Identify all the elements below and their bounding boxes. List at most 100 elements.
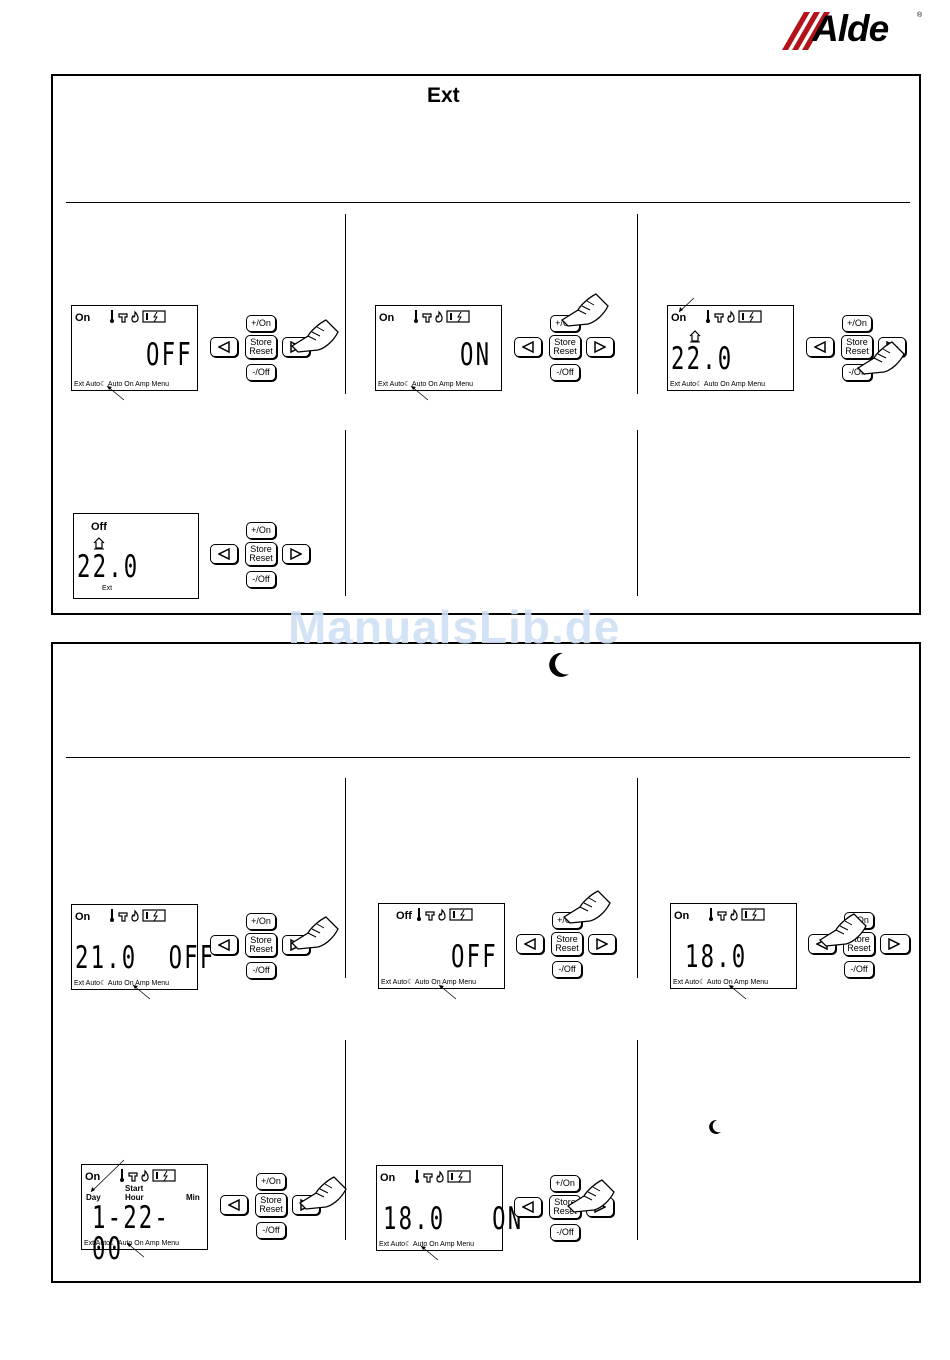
pointing-hand-icon <box>856 340 908 378</box>
minus-off-button[interactable]: -/Off <box>256 1222 286 1239</box>
column-divider <box>637 430 638 596</box>
plus-on-button[interactable]: +/On <box>246 522 276 539</box>
lcd-state-label: On <box>674 910 689 922</box>
column-divider <box>637 214 638 394</box>
lcd-status-icons <box>108 309 170 325</box>
reset-label: Reset <box>246 945 276 954</box>
pointing-hand-icon <box>560 292 612 330</box>
moon-icon <box>706 1118 724 1136</box>
lcd-digits: 21.0 OFF <box>75 943 215 974</box>
plus-on-button[interactable]: +/On <box>842 315 872 332</box>
reset-label: Reset <box>552 944 582 953</box>
lcd-digits: OFF <box>146 340 193 371</box>
reset-label: Reset <box>256 1205 286 1214</box>
right-button[interactable] <box>588 934 616 954</box>
left-button[interactable] <box>806 337 834 357</box>
minus-off-button[interactable]: -/Off <box>246 364 276 381</box>
minus-off-button[interactable]: -/Off <box>550 364 580 381</box>
left-arrow-icon <box>522 1201 534 1213</box>
lcd-digits: 18.0 ON <box>383 1204 523 1235</box>
lcd-digits: 22.0 <box>77 552 139 583</box>
registered-mark: ® <box>917 12 922 19</box>
pointing-hand-icon <box>818 912 870 950</box>
minus-off-button[interactable]: -/Off <box>844 961 874 978</box>
pointer-arrow <box>88 1158 128 1196</box>
minus-off-button[interactable]: -/Off <box>552 961 582 978</box>
lcd-status-icons <box>108 908 170 924</box>
pointer-arrow <box>726 982 750 1002</box>
pointer-arrow <box>124 1240 148 1260</box>
alde-logo: Alde <box>812 8 888 50</box>
pointer-arrow <box>408 383 432 403</box>
lcd-display: On 22.0 Ext Auto☾ Auto On Amp Menu <box>667 305 794 391</box>
minus-off-button[interactable]: -/Off <box>246 962 276 979</box>
left-arrow-icon <box>218 341 230 353</box>
left-button[interactable] <box>210 337 238 357</box>
tap-icon <box>119 314 127 322</box>
right-button[interactable] <box>880 934 910 954</box>
plus-on-button[interactable]: +/On <box>246 315 276 332</box>
right-button[interactable] <box>586 337 614 357</box>
divider <box>66 757 910 758</box>
lcd-state-label: Off <box>91 521 107 533</box>
divider <box>66 202 910 203</box>
minus-off-button[interactable]: -/Off <box>246 571 276 588</box>
thermometer-icon <box>110 310 114 323</box>
lcd-bottom-row: Ext Auto☾ Auto On Amp Menu <box>381 978 476 986</box>
left-button[interactable] <box>220 1195 248 1215</box>
left-button[interactable] <box>210 544 238 564</box>
left-button[interactable] <box>514 1197 542 1217</box>
pointing-hand-icon <box>290 915 342 953</box>
left-button[interactable] <box>516 934 544 954</box>
lcd-state-label: Off <box>396 910 412 922</box>
reset-label: Reset <box>246 554 276 563</box>
left-arrow-icon <box>228 1199 240 1211</box>
lcd-display: On 18.0 Ext Auto☾ Auto On Amp Menu <box>670 903 797 989</box>
lcd-digits: 22.0 <box>671 344 733 375</box>
lcd-bottom-row: Ext Auto☾ Auto On Amp Menu <box>673 978 768 986</box>
left-arrow-icon <box>522 341 534 353</box>
left-arrow-icon <box>814 341 826 353</box>
section-ext-heading: Ext <box>427 84 460 108</box>
pointing-hand-icon <box>562 889 614 927</box>
left-arrow-icon <box>218 939 230 951</box>
left-button[interactable] <box>210 935 238 955</box>
lcd-display: On 21.0 OFF Ext Auto☾ Auto On Amp Menu <box>71 904 198 990</box>
lcd-digits: OFF <box>451 942 498 973</box>
lcd-state-label: On <box>75 312 90 324</box>
right-arrow-icon <box>290 548 302 560</box>
lcd-display: On ON Ext Auto☾ Auto On Amp Menu <box>375 305 502 391</box>
right-button[interactable] <box>282 544 310 564</box>
watermark: ManualsLib.de <box>288 600 620 654</box>
pointing-hand-icon <box>298 1175 350 1213</box>
lcd-state-label: On <box>380 1172 395 1184</box>
lcd-state-label: On <box>75 911 90 923</box>
battery-icon <box>143 311 165 322</box>
flame-icon <box>132 312 138 322</box>
lcd-status-icons <box>412 309 474 325</box>
reset-label: Reset <box>246 347 276 356</box>
lcd-status-icons <box>413 1169 475 1185</box>
pointing-hand-icon <box>566 1178 618 1216</box>
plus-on-button[interactable]: +/On <box>246 913 276 930</box>
lcd-status-icons <box>415 907 477 923</box>
pointer-arrow <box>130 982 154 1002</box>
lcd-bottom-row: Ext Auto☾ Auto On Amp Menu <box>670 380 765 388</box>
lcd-display: Off OFF Ext Auto☾ Auto On Amp Menu <box>378 903 505 989</box>
plus-on-button[interactable]: +/On <box>256 1173 286 1190</box>
column-divider <box>345 430 346 596</box>
pointing-hand-icon <box>290 318 342 356</box>
right-arrow-icon <box>594 341 606 353</box>
minus-off-button[interactable]: -/Off <box>550 1224 580 1241</box>
lcd-bottom-row: Ext Auto☾ Auto On Amp Menu <box>74 979 169 987</box>
moon-icon <box>545 650 575 680</box>
lcd-status-icons <box>707 907 769 923</box>
left-button[interactable] <box>514 337 542 357</box>
lcd-digits: 18.0 <box>685 942 747 973</box>
